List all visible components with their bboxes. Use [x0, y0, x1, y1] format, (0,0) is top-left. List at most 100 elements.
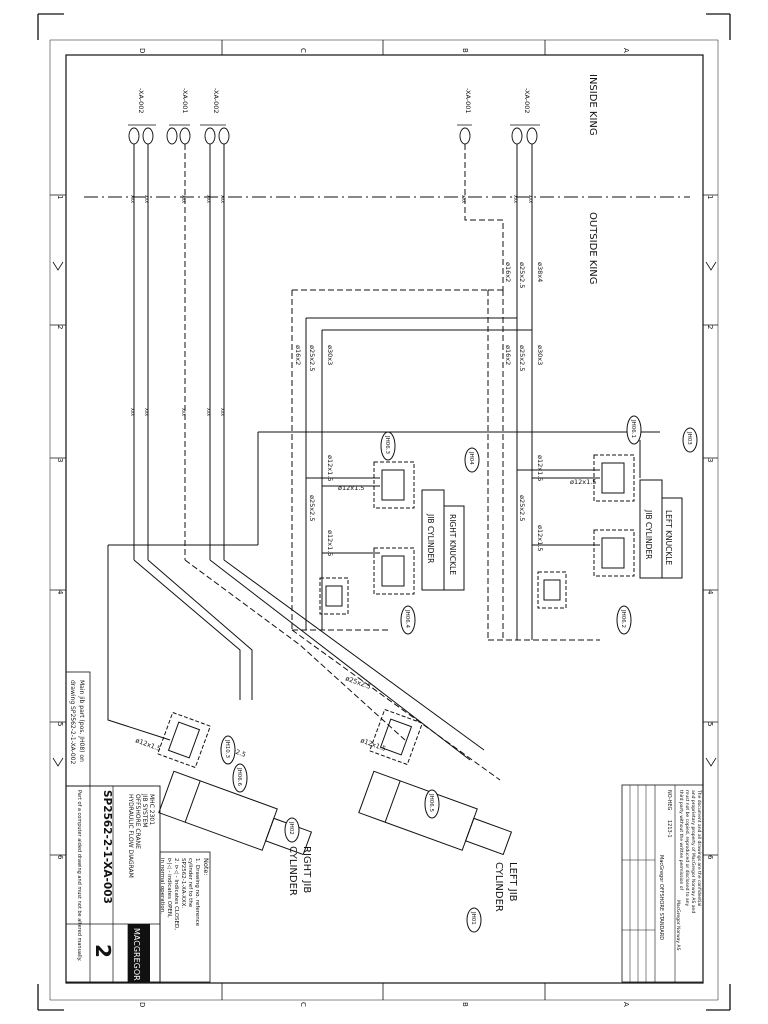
grid-number: 1	[56, 195, 64, 199]
svg-text:XXX: XXX	[180, 408, 186, 416]
pipe-label: ø16x2	[504, 345, 512, 365]
tag-jh103: JH10.3	[220, 735, 236, 765]
left-knuckle-piping	[487, 230, 600, 641]
grid-letter: C	[299, 48, 307, 53]
svg-text:XXX: XXX	[143, 195, 149, 203]
grid-letter: D	[138, 48, 146, 53]
grid-number: 6	[56, 855, 64, 860]
grid-letter: B	[461, 1002, 469, 1007]
main-lines	[133, 144, 533, 560]
left-knuckle-block	[537, 440, 683, 609]
connector-label: -XA-002	[523, 88, 531, 114]
confidential-block: The document and all drawings are the co…	[621, 784, 704, 983]
tag-jh061: JH06.1	[626, 415, 642, 445]
tag-jh063: JH06.3	[380, 431, 396, 461]
pipe-label: ø16x2	[294, 345, 302, 365]
svg-text:JH06.4: JH06.4	[404, 609, 410, 629]
pipe-label: ø12x1.5	[536, 455, 544, 481]
svg-text:XXX: XXX	[219, 195, 225, 203]
tag-jh04: JH04	[464, 447, 480, 473]
svg-text:JH02: JH02	[288, 821, 294, 835]
svg-text:JH01: JH01	[470, 911, 476, 925]
svg-text:XXX: XXX	[527, 195, 533, 203]
main-part-note-line: drawing SP2562-2-1-XA-002	[69, 680, 76, 764]
outer-border	[49, 39, 719, 1001]
title-block: MACGREGOR MHC 2301 JIB SYSTEM OFFSHORE C…	[65, 785, 161, 983]
notes-line: cylinder ref to the	[187, 858, 193, 908]
svg-text:XXX: XXX	[129, 195, 135, 203]
pipe-label: ø12x1.5	[326, 530, 334, 556]
drain-line	[464, 144, 504, 290]
grid-number: 2	[706, 325, 714, 329]
pipe-label: ø38x4	[536, 262, 544, 282]
tag-jh065: JH06.5	[424, 789, 440, 819]
pipe-label: ø25x2.5	[308, 345, 316, 371]
pipe-label: ø25x2.5	[308, 495, 316, 521]
pipe-label: ø12x1.5	[326, 455, 334, 481]
svg-text:JH10.3: JH10.3	[224, 739, 230, 759]
connector-ovals	[128, 127, 538, 145]
component-tags: JH03 JH06.1 JH06.2 JH04 JH06.3 JH06.4 JH…	[220, 415, 698, 933]
grid-number: 3	[56, 458, 64, 462]
grid-ticks	[50, 40, 718, 1000]
title-client: OFFSHORE CRANE	[134, 794, 141, 849]
notes-line: 1. Drawing no. reference	[194, 858, 200, 927]
grid-number: 5	[706, 722, 714, 726]
confidential-line: and proprietary property of MacGregor No…	[690, 790, 696, 913]
lower-valve-blocks	[157, 708, 423, 769]
pipe-label: ø12x1.5	[338, 484, 364, 492]
pipe-label: ø12x1.5	[570, 478, 596, 486]
grid-number: 1	[706, 195, 714, 199]
svg-text:JH03: JH03	[686, 431, 692, 445]
tag-jh01: JH01	[466, 907, 482, 933]
title-diagram: HYDRAULIC FLOW DIAGRAM	[127, 794, 134, 878]
right-jib-cylinder-title-2: CYLINDER	[287, 846, 298, 896]
svg-text:JH04: JH04	[468, 451, 474, 465]
right-jib-cylinder	[158, 770, 313, 856]
notes-line: 2. ⊳◁ - Indicates CLOSED,	[173, 858, 179, 930]
pipe-label: ø12x1.5	[536, 525, 544, 551]
grid-number: 5	[56, 722, 64, 726]
notes-line: in normal operation.	[159, 858, 165, 914]
svg-text:XXX: XXX	[143, 408, 149, 416]
left-jib-cylinder-title: LEFT JIB	[507, 862, 518, 902]
connector-label: -XA-002	[137, 88, 145, 114]
sheet-number: 2	[91, 944, 115, 958]
confidential-line: must not be copied, reproduced or disclo…	[684, 790, 690, 906]
pipe-labels: ø38x4 ø25x2.5 ø16x2 ø30x3 ø25x2.5 ø16x2 …	[134, 262, 596, 759]
grid-number: 4	[56, 590, 64, 595]
tag-jh064: JH06.4	[400, 605, 416, 635]
grid-numbers: 1 2 3 4 5 6 1 2 3 4 5 6	[56, 195, 714, 860]
grid-letter: A	[622, 1002, 630, 1007]
title-project: MHC 2301	[148, 794, 155, 825]
svg-text:JH06.3: JH06.3	[384, 435, 390, 455]
tag-jh03: JH03	[682, 427, 698, 453]
grid-letters: D C B A D C B A	[138, 48, 630, 1007]
grid-number: 4	[706, 590, 714, 595]
company-logo-box	[128, 924, 150, 982]
connector-labels: -XA-002 -XA-001 -XA-002 -XA-001 -XA-002	[137, 88, 531, 114]
inside-king-label: INSIDE KING	[587, 74, 598, 136]
connector-label: -XA-002	[212, 88, 220, 114]
svg-text:JH06.6: JH06.6	[236, 767, 242, 787]
svg-text:XXX: XXX	[219, 408, 225, 416]
left-jib-cylinder-label: JIB CYLINDER	[644, 509, 653, 559]
centering-arrows	[52, 261, 717, 767]
pipe-label: ø30x3	[326, 345, 334, 365]
title-system: JIB SYSTEM	[141, 793, 148, 827]
pipe-label: ø25x2.5	[518, 495, 526, 521]
svg-text:XXX: XXX	[460, 195, 466, 203]
svg-text:XXX: XXX	[129, 408, 135, 416]
right-knuckle-piping	[291, 289, 532, 631]
connector-label: -XA-001	[464, 88, 472, 114]
title-footer: Part of a computer aided drawing and mus…	[76, 790, 82, 962]
crop-marks	[37, 13, 731, 1011]
pipe-label: ø25x2.5	[518, 262, 526, 288]
grid-number: 2	[56, 325, 64, 329]
tag-jh02: JH02	[284, 817, 300, 843]
svg-text:XXX: XXX	[205, 408, 211, 416]
pipe-label: ø12x1.5	[134, 736, 162, 753]
main-part-note-line: Main jib part (pos. JH08) on	[78, 680, 85, 762]
connector-label: -XA-001	[181, 88, 189, 114]
